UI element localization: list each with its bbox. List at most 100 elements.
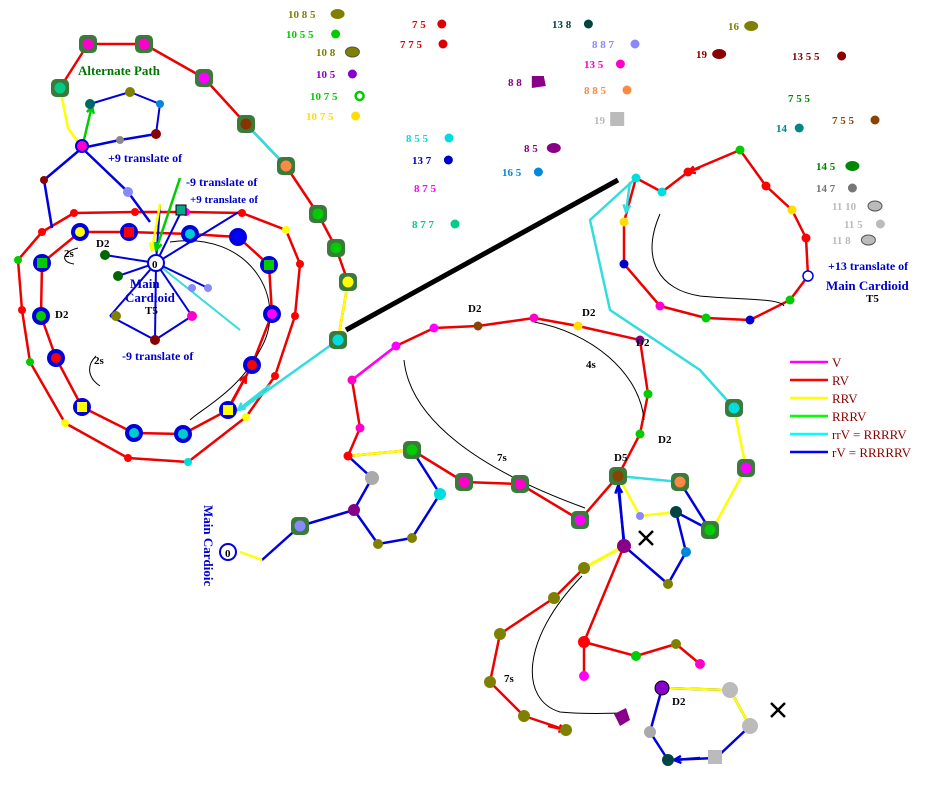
yellow-dot-icon (351, 111, 361, 121)
mid-node (391, 341, 401, 351)
label-main-cardioid-1: Main (130, 276, 160, 291)
label-d2-mid4: D2 (658, 434, 672, 446)
node-dot (185, 229, 195, 239)
guide-7s (403, 359, 586, 509)
right-node (801, 233, 811, 243)
mid-node (429, 323, 439, 333)
node-dot (342, 276, 354, 288)
red-arrow (228, 375, 248, 406)
guide-snake (531, 575, 626, 717)
label-minus9-b: -9 translate of (122, 349, 194, 363)
key-item-label: 10 7 5 (310, 91, 338, 103)
lavender-dot-icon (630, 39, 640, 49)
red-dot-icon (438, 39, 448, 49)
label-plus9-b: +9 translate of (190, 194, 258, 206)
fan-line (155, 209, 243, 264)
guide-curve (169, 240, 271, 421)
snake-node (578, 562, 590, 574)
snake-node (494, 628, 506, 640)
outer-node (184, 458, 192, 466)
blue-arrow-up (616, 485, 626, 541)
node-dot (138, 38, 150, 50)
node-dot (662, 754, 674, 766)
key-item-label: 10 8 (316, 47, 336, 59)
right-node (745, 315, 755, 325)
label-4s: 4s (586, 359, 597, 371)
maroon-ellipse-icon (712, 49, 727, 59)
orange-dot-icon (622, 85, 632, 95)
yellow-bottom-2 (661, 686, 731, 692)
node-dot (294, 520, 306, 532)
key-item-label: 11 10 (832, 201, 857, 213)
node-dot (636, 512, 644, 520)
node-dot (100, 250, 110, 260)
node-dot (578, 636, 590, 648)
label-d2-a: D2 (96, 238, 110, 250)
mid-node (529, 313, 539, 323)
path-nodes (14, 35, 814, 766)
yellow-hex (347, 448, 413, 458)
grey-dot-icon (847, 183, 857, 193)
mid-node (343, 451, 353, 461)
key-item-label: 11 5 (844, 219, 863, 231)
node-dot (407, 533, 417, 543)
yellow-segment (336, 281, 350, 341)
key-item-label: 13 5 5 (792, 51, 820, 63)
node-dot (111, 311, 121, 321)
label-d5: D5 (614, 452, 628, 464)
yellow-tail (239, 550, 263, 562)
purple-pentagon-icon (531, 76, 546, 88)
guide-4s (533, 321, 645, 421)
grey-striped-icon (860, 234, 876, 246)
dark-green-ellipse-icon (845, 161, 860, 171)
outer-node (296, 260, 304, 268)
mint-dot-icon (450, 219, 460, 229)
label-d2-bottom: D2 (672, 696, 686, 708)
node-dot (150, 335, 160, 345)
cyan-return (239, 338, 339, 412)
label-2s-a: 2s (64, 248, 75, 260)
node-dot (574, 514, 586, 526)
snake-node (484, 676, 496, 688)
node-square (175, 204, 187, 216)
node-dot (644, 726, 656, 738)
node-dot (233, 232, 243, 242)
key-item-label: 10 7 5 (306, 111, 334, 123)
blue-hex (347, 449, 442, 546)
node-dot (373, 539, 383, 549)
mag-seg (351, 345, 397, 381)
key-item-label: 8 5 (524, 143, 538, 155)
label-plus9-a: +9 translate of (108, 151, 183, 165)
dark-teal-dot-icon (583, 19, 593, 29)
grey-square-icon (708, 750, 722, 764)
fan-line (155, 209, 183, 264)
green-ring-icon (354, 90, 365, 102)
outer-node (124, 454, 132, 462)
outer-node (242, 413, 250, 421)
node-dot (458, 476, 470, 488)
outer-node (238, 209, 246, 217)
label-minus9-a: -9 translate of (186, 175, 258, 189)
label-d2-mid2: D2 (582, 307, 596, 319)
mid-node (643, 389, 653, 399)
yellow-bottom (583, 544, 625, 570)
node-dot (674, 476, 686, 488)
top-red-arc (58, 42, 350, 341)
key-item-label: 11 8 (832, 235, 851, 247)
key-item-label: 7 5 5 (832, 115, 855, 127)
purple-dot-icon (347, 69, 357, 79)
node-dot (204, 284, 212, 292)
guide-2s-b (89, 355, 101, 387)
outer-node (38, 228, 46, 236)
olive-ellipse-icon (330, 9, 345, 19)
x-mark-icon (638, 530, 654, 546)
node-square (124, 227, 134, 237)
blue-arrow-bottom (673, 756, 701, 762)
node-dot (312, 208, 324, 220)
origin-node (147, 254, 165, 272)
right-node (619, 259, 629, 269)
key-item-label: 13 7 (412, 155, 432, 167)
arrow-head-icon (622, 204, 632, 215)
blue-tail (261, 508, 355, 561)
